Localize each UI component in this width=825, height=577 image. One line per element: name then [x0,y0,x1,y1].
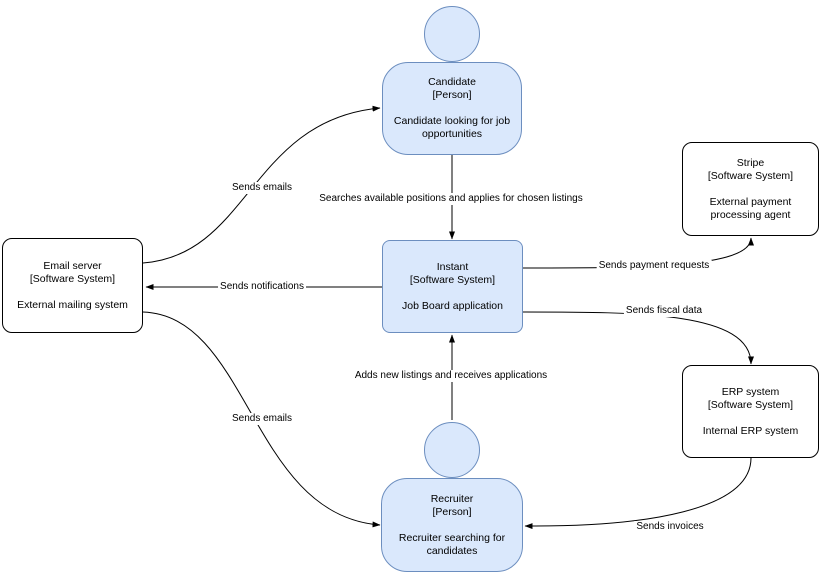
node-title: Instant [436,260,469,273]
node-description: Recruiter searching for candidates [398,531,506,557]
node-erp-system: ERP system [Software System] Internal ER… [682,365,819,458]
node-description: Job Board application [402,299,503,312]
node-type: [Software System] [707,169,794,182]
edge-label-sends-notifications: Sends notifications [218,281,306,293]
node-type: [Person] [432,89,472,101]
node-type: [Person] [432,505,472,518]
recruiter-head [424,422,480,478]
edge-label-sends-invoices: Sends invoices [634,521,706,533]
edge-label-sends-fiscal-data: Sends fiscal data [623,305,705,317]
candidate-head [424,6,480,62]
node-description: Candidate looking for job opportunities [393,115,511,140]
node-type: [Software System] [29,272,116,285]
node-type: [Software System] [409,273,496,286]
node-stripe: Stripe [Software System] External paymen… [682,142,819,236]
node-title: Candidate [428,76,476,88]
node-title: Email server [43,259,102,272]
node-description: Internal ERP system [702,424,799,437]
node-candidate: Candidate [Person] Candidate looking for… [382,62,522,155]
node-description: External payment processing agent [709,195,792,221]
node-description: External mailing system [17,298,128,311]
edge-label-sends-emails-candidate: Sends emails [229,182,295,194]
node-instant: Instant [Software System] Job Board appl… [382,240,523,333]
node-type: [Software System] [707,398,794,411]
node-title: ERP system [721,385,780,398]
edge-label-sends-emails-recruiter: Sends emails [229,413,295,425]
edge-label-sends-payment-requests: Sends payment requests [596,260,712,272]
node-email-server: Email server [Software System] External … [2,238,143,333]
edge-erp-to-recruiter [524,457,752,530]
edge-label-adds-new-listings: Adds new listings and receives applicati… [352,370,550,382]
node-title: Recruiter [430,492,474,505]
node-title: Stripe [736,156,765,169]
node-recruiter: Recruiter [Person] Recruiter searching f… [381,478,523,572]
edge-instant-to-erp [522,311,754,365]
edge-label-searches-positions: Searches available positions and applies… [317,193,585,205]
